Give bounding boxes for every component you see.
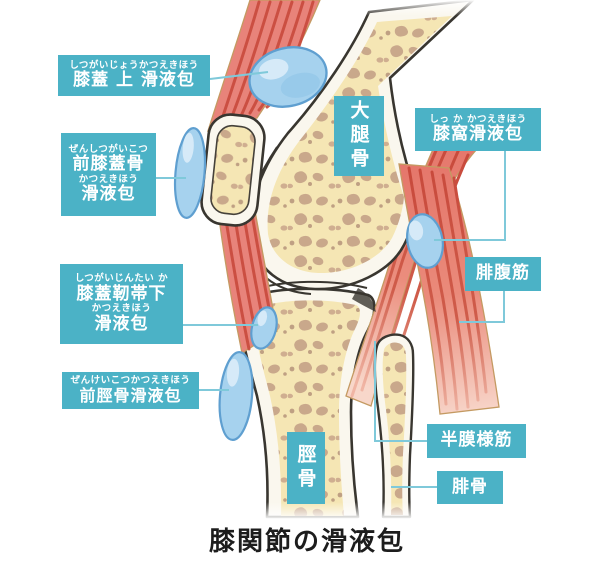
- leader-suprapatellar: [209, 71, 269, 80]
- suprapatellar-bursa-shape: [248, 46, 328, 108]
- label-text: 膝窩滑液包: [433, 124, 523, 145]
- label-text: 前膝蓋骨: [72, 154, 145, 175]
- label-text: 前脛骨滑液包: [79, 385, 182, 405]
- fibula-bone-shape: [373, 333, 415, 519]
- label-suprapatellar-bursa: しつがいじょうかつえきほう 膝蓋 上 滑液包: [58, 55, 210, 96]
- label-text: 半膜様筋: [440, 430, 513, 451]
- label-semimembranosus: 半膜様筋: [427, 424, 526, 458]
- label-infrapatellar-bursa: しつがいじんたい か 膝蓋靭帯下 かつえきほう 滑液包: [60, 264, 183, 344]
- label-furigana: かつえきほう: [91, 303, 152, 314]
- label-tibia: 脛骨: [287, 432, 325, 504]
- label-furigana: しつがいじんたい か: [74, 273, 169, 285]
- label-gastrocnemius: 腓腹筋: [465, 257, 541, 291]
- label-popliteal-bursa: しっ か かつえきほう 膝窩滑液包: [415, 108, 541, 151]
- label-furigana: ぜんけいこつかつえきほう: [70, 375, 191, 387]
- leader-gastrocnemius: [459, 291, 505, 323]
- label-furigana: しっ か かつえきほう: [429, 113, 527, 125]
- label-text: 膝蓋靭帯下: [76, 283, 167, 304]
- label-prepatellar-bursa: ぜんしつがいこつ 前膝蓋骨 かつえきほう 滑液包: [61, 133, 156, 216]
- label-femur: 大腿骨: [334, 96, 384, 176]
- posterior-capsule-wedge: [352, 288, 376, 312]
- label-text: 大腿骨: [347, 100, 370, 172]
- infrapatellar-bursa-shape: [250, 306, 278, 350]
- label-fibula: 腓骨: [437, 471, 503, 504]
- label-text: 腓腹筋: [476, 263, 530, 284]
- leader-semimembranosus: [374, 341, 427, 442]
- top-fade: [330, 0, 510, 16]
- label-furigana: かつえきほう: [78, 173, 139, 185]
- label-pretibial-bursa: ぜんけいこつかつえきほう 前脛骨滑液包: [62, 372, 199, 409]
- label-text: 脛骨: [294, 444, 317, 492]
- label-furigana: しつがいじょうかつえきほう: [69, 59, 199, 71]
- label-text: 滑液包: [81, 184, 136, 205]
- prepatellar-bursa-shape: [173, 127, 207, 219]
- pretibial-bursa-shape: [218, 351, 254, 441]
- label-furigana: ぜんしつがいこつ: [68, 143, 149, 155]
- label-text: 腓骨: [452, 476, 488, 497]
- figure-caption: 膝関節の滑液包: [208, 527, 405, 557]
- tibia-bone: [239, 287, 376, 519]
- leader-lines: [156, 71, 506, 488]
- patella-bone: [200, 113, 266, 227]
- label-text: 滑液包: [94, 313, 149, 334]
- leader-popliteal: [434, 151, 506, 241]
- label-text: 膝蓋 上 滑液包: [73, 70, 195, 91]
- popliteal-bursa-shape: [406, 213, 444, 269]
- bottom-fade: [240, 502, 440, 520]
